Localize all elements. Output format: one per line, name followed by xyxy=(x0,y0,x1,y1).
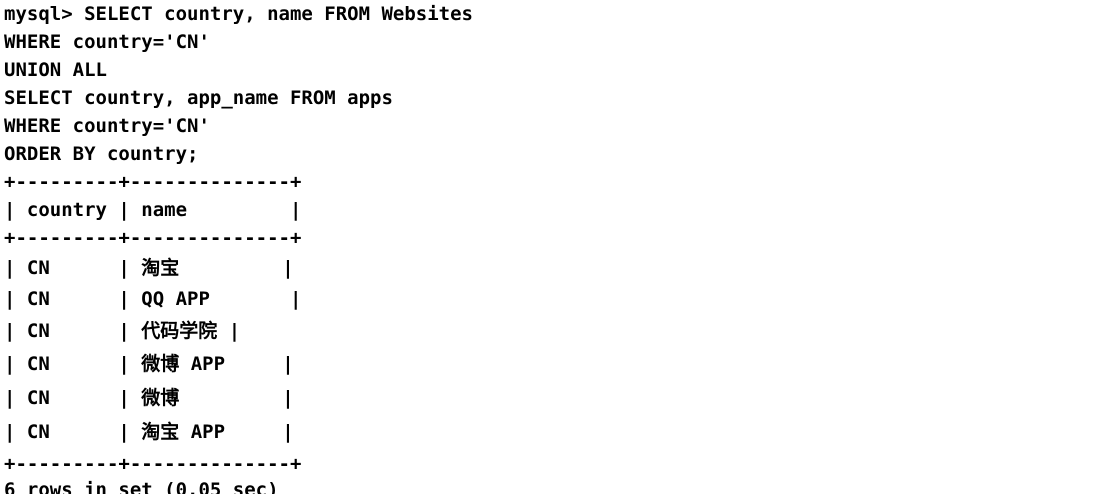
sql-query-line: UNION ALL xyxy=(4,59,107,81)
sql-query-line: SELECT country, app_name FROM apps xyxy=(4,87,393,109)
table-row: | CN | 淘宝 | xyxy=(4,257,294,279)
table-row: | CN | 淘宝 APP | xyxy=(4,421,294,443)
table-row: | CN | 微博 APP | xyxy=(4,353,294,375)
sql-query-line: mysql> SELECT country, name FROM Website… xyxy=(4,3,473,25)
sql-query-line: WHERE country='CN' xyxy=(4,31,210,53)
table-border: +---------+--------------+ xyxy=(4,227,302,249)
table-border: +---------+--------------+ xyxy=(4,453,302,475)
result-summary: 6 rows in set (0.05 sec) xyxy=(4,479,279,494)
sql-query-line: ORDER BY country; xyxy=(4,143,199,165)
table-border: +---------+--------------+ xyxy=(4,171,302,193)
table-header: | country | name | xyxy=(4,199,302,221)
terminal-output[interactable]: mysql> SELECT country, name FROM Website… xyxy=(4,0,1104,494)
table-row: | CN | QQ APP | xyxy=(4,288,302,310)
sql-query-line: WHERE country='CN' xyxy=(4,115,210,137)
table-row: | CN | 微博 | xyxy=(4,387,294,409)
table-row: | CN | 代码学院 | xyxy=(4,320,241,342)
